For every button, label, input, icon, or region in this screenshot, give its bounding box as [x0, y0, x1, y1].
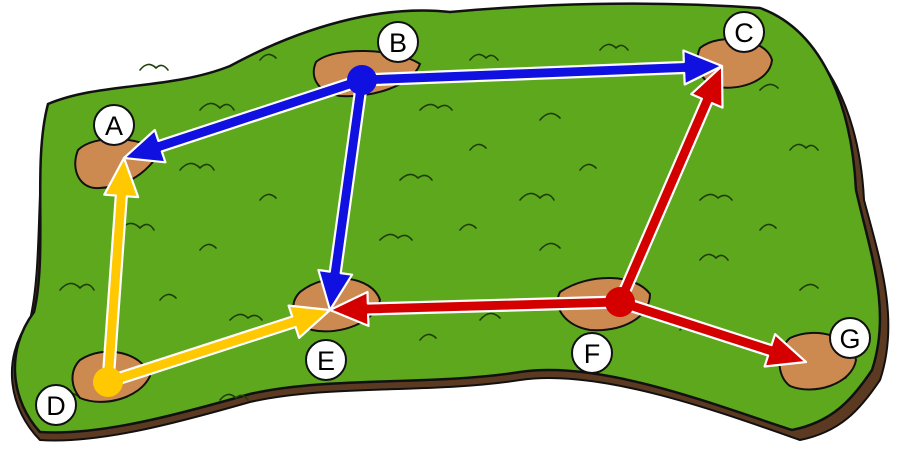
edges [101, 49, 808, 389]
node-label-e: E [305, 339, 347, 381]
node-labels: A B C D E F G [35, 11, 871, 426]
node-label-g: G [829, 317, 871, 359]
node-label-b-text: B [389, 28, 407, 58]
source-dot-d [93, 367, 123, 397]
node-label-a: A [93, 104, 135, 146]
arrow-f-to-c [613, 64, 724, 306]
arrow-f-to-e [328, 290, 622, 327]
arrow-d-to-a [101, 156, 140, 384]
node-label-f: F [571, 332, 613, 374]
arrow-b-to-e [317, 78, 369, 312]
node-label-b: B [377, 21, 419, 63]
node-label-c-text: C [734, 18, 754, 48]
node-label-g-text: G [839, 324, 860, 354]
node-label-e-text: E [317, 346, 335, 376]
node-label-f-text: F [584, 339, 601, 369]
arrow-b-to-a [122, 73, 365, 164]
grass-field [13, 2, 882, 434]
source-dot-b [347, 65, 377, 95]
arrow-d-to-e [105, 304, 332, 389]
node-label-a-text: A [105, 111, 123, 141]
arrow-b-to-c [360, 49, 724, 87]
source-dot-f [605, 287, 635, 317]
node-label-c: C [723, 11, 765, 53]
source-dots [93, 65, 635, 397]
arrow-f-to-g [617, 295, 808, 368]
node-label-d: D [35, 384, 77, 426]
node-label-d-text: D [46, 391, 66, 421]
